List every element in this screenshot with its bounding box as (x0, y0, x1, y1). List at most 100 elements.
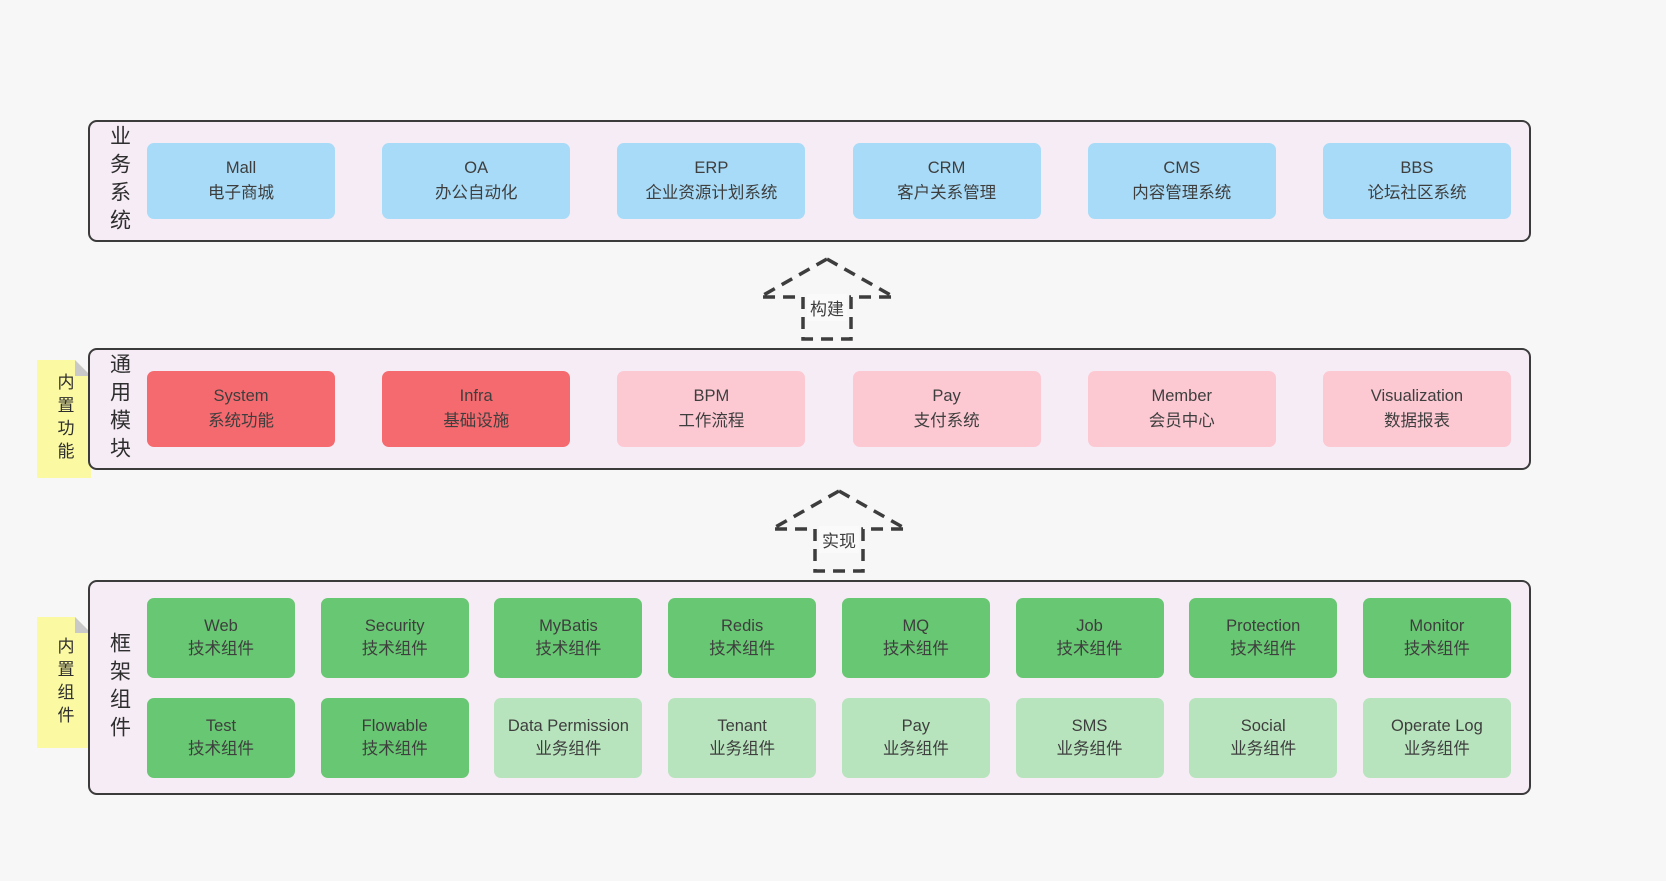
builtin-features-note: 内置功能 (37, 360, 91, 478)
box-oa: OA 办公自动化 (382, 143, 571, 219)
box-subtitle: 办公自动化 (434, 184, 518, 202)
box-subtitle: 技术组件 (709, 639, 776, 658)
box-subtitle: 技术组件 (882, 639, 949, 658)
common-modules-panel: 通用模块 System 系统功能 Infra 基础设施 BPM 工作流程 Pay… (88, 348, 1531, 470)
box-visualization: Visualization 数据报表 (1322, 371, 1511, 447)
box-title: Member (1151, 387, 1212, 405)
business-systems-side-label: 业务系统 (90, 122, 147, 240)
box-operate-log: Operate Log 业务组件 (1362, 697, 1511, 778)
box-subtitle: 技术组件 (188, 739, 254, 758)
box-title: CRM (927, 159, 966, 177)
box-title: BBS (1400, 159, 1434, 177)
business-systems-side-label-text: 业务系统 (107, 125, 131, 237)
box-flowable: Flowable 技术组件 (320, 697, 469, 778)
box-monitor: Monitor 技术组件 (1362, 597, 1511, 678)
box-subtitle: 业务组件 (882, 739, 949, 758)
box-sms: SMS 业务组件 (1015, 697, 1164, 778)
box-bpm: BPM 工作流程 (617, 371, 806, 447)
box-subtitle: 技术组件 (1230, 639, 1297, 658)
box-subtitle: 论坛社区系统 (1367, 184, 1467, 202)
box-title: Social (1240, 716, 1286, 735)
framework-components-side-label-text: 框架组件 (107, 631, 131, 744)
common-modules-boxes: System 系统功能 Infra 基础设施 BPM 工作流程 Pay 支付系统… (147, 350, 1529, 468)
box-mybatis: MyBatis 技术组件 (494, 597, 643, 678)
framework-components-side-label: 框架组件 (90, 582, 147, 793)
box-title: Protection (1226, 616, 1301, 635)
implement-arrow: 实现 (769, 488, 909, 574)
box-member: Member 会员中心 (1087, 371, 1276, 447)
box-title: Flowable (361, 716, 428, 735)
box-crm: CRM 客户关系管理 (852, 143, 1041, 219)
box-title: System (213, 387, 269, 405)
box-security: Security 技术组件 (320, 597, 469, 678)
up-arrow-icon (769, 488, 909, 573)
box-title: Mall (225, 159, 257, 177)
box-title: Data Permission (507, 716, 629, 735)
box-protection: Protection 技术组件 (1189, 597, 1338, 678)
common-modules-side-label-text: 通用模块 (107, 353, 131, 465)
box-bbs: BBS 论坛社区系统 (1322, 143, 1511, 219)
box-title: Pay (932, 387, 961, 405)
box-tenant: Tenant 业务组件 (668, 697, 817, 778)
box-subtitle: 技术组件 (361, 739, 428, 758)
box-title: MyBatis (539, 616, 598, 635)
box-title: ERP (694, 159, 729, 177)
box-subtitle: 业务组件 (535, 739, 602, 758)
common-modules-side-label: 通用模块 (90, 350, 147, 468)
box-subtitle: 技术组件 (188, 639, 254, 658)
build-arrow-label: 构建 (807, 294, 847, 321)
box-subtitle: 电子商城 (208, 184, 274, 202)
box-subtitle: 工作流程 (678, 412, 745, 430)
framework-components-panel: 框架组件 Web 技术组件 Security 技术组件 MyBatis 技术组件… (88, 580, 1531, 795)
box-title: SMS (1071, 716, 1108, 735)
box-subtitle: 技术组件 (1403, 639, 1470, 658)
box-data-permission: Data Permission 业务组件 (494, 697, 643, 778)
box-title: CMS (1163, 159, 1201, 177)
box-title: OA (464, 159, 489, 177)
box-infra: Infra 基础设施 (382, 371, 571, 447)
box-subtitle: 支付系统 (913, 412, 980, 430)
box-job: Job 技术组件 (1015, 597, 1164, 678)
builtin-components-note: 内置组件 (37, 617, 91, 748)
box-subtitle: 数据报表 (1383, 412, 1450, 430)
box-title: Security (364, 616, 425, 635)
box-pay-biz: Pay 业务组件 (841, 697, 990, 778)
box-mall: Mall 电子商城 (147, 143, 335, 219)
box-web: Web 技术组件 (147, 597, 295, 678)
box-social: Social 业务组件 (1189, 697, 1338, 778)
framework-row-1: Web 技术组件 Security 技术组件 MyBatis 技术组件 Redi… (147, 597, 1511, 678)
framework-components-boxes: Web 技术组件 Security 技术组件 MyBatis 技术组件 Redi… (147, 582, 1529, 793)
box-title: Test (205, 716, 237, 735)
box-subtitle: 基础设施 (443, 412, 510, 430)
box-cms: CMS 内容管理系统 (1087, 143, 1276, 219)
box-pay: Pay 支付系统 (852, 371, 1041, 447)
box-erp: ERP 企业资源计划系统 (617, 143, 806, 219)
box-title: Operate Log (1391, 716, 1483, 735)
builtin-features-note-label: 内置功能 (54, 373, 74, 465)
box-subtitle: 客户关系管理 (897, 184, 997, 202)
box-redis: Redis 技术组件 (668, 597, 817, 678)
box-subtitle: 技术组件 (361, 639, 428, 658)
build-arrow: 构建 (757, 256, 897, 342)
box-title: Monitor (1409, 616, 1465, 635)
box-subtitle: 会员中心 (1148, 412, 1215, 430)
up-arrow-icon (757, 256, 897, 341)
box-subtitle: 业务组件 (709, 739, 776, 758)
business-systems-panel: 业务系统 Mall 电子商城 OA 办公自动化 ERP 企业资源计划系统 CRM… (88, 120, 1531, 242)
box-subtitle: 业务组件 (1056, 739, 1123, 758)
box-subtitle: 技术组件 (1056, 639, 1123, 658)
box-subtitle: 技术组件 (535, 639, 602, 658)
box-title: Infra (459, 387, 493, 405)
box-test: Test 技术组件 (147, 697, 295, 778)
box-mq: MQ 技术组件 (841, 597, 990, 678)
box-subtitle: 企业资源计划系统 (645, 184, 778, 202)
box-title: Visualization (1370, 387, 1464, 405)
box-title: Redis (721, 616, 764, 635)
box-title: Tenant (717, 716, 767, 735)
box-title: BPM (693, 387, 730, 405)
box-system: System 系统功能 (147, 371, 335, 447)
business-systems-boxes: Mall 电子商城 OA 办公自动化 ERP 企业资源计划系统 CRM 客户关系… (147, 122, 1529, 240)
box-subtitle: 业务组件 (1230, 739, 1297, 758)
implement-arrow-label: 实现 (819, 526, 859, 553)
box-subtitle: 内容管理系统 (1132, 184, 1232, 202)
